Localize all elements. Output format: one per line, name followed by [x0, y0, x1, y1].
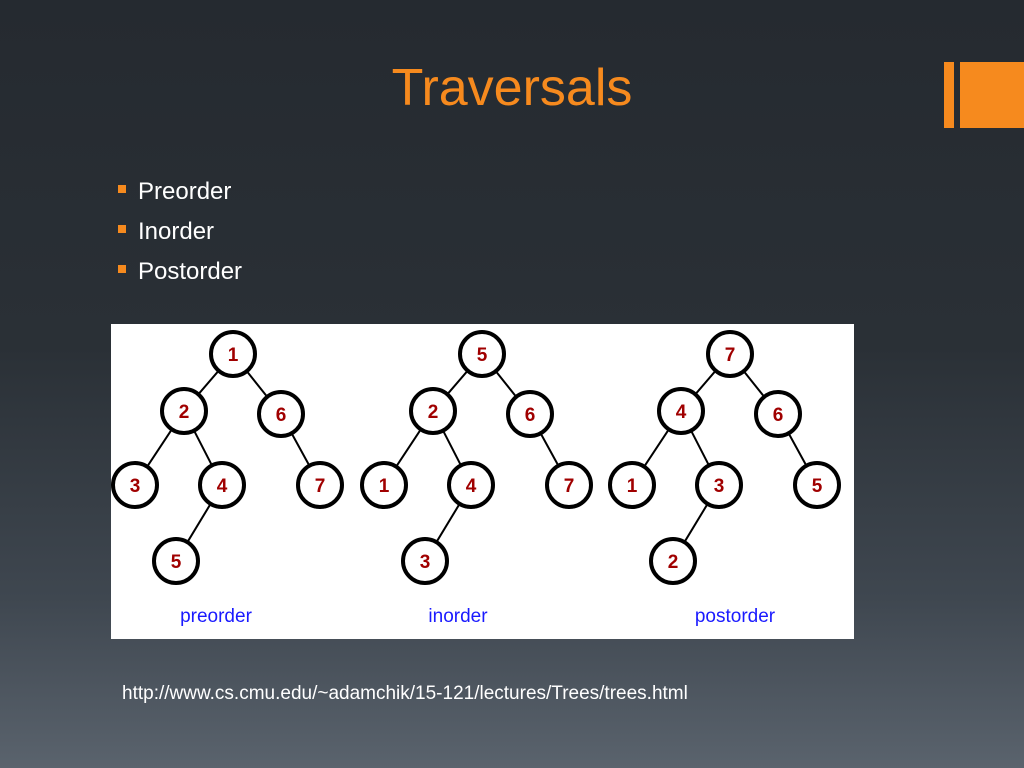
tree-node [695, 461, 743, 509]
tree-node [447, 461, 495, 509]
tree-node-label: 4 [217, 476, 228, 497]
bullet-label: Inorder [138, 218, 215, 245]
tree-node [401, 537, 449, 585]
tree-edge [290, 432, 311, 467]
tree-preorder: 1 2 6 3 4 7 5 preorder [111, 330, 344, 627]
decoration-bar-thin [944, 62, 954, 128]
tree-node-label: 5 [171, 552, 182, 573]
bullet-list: Preorder Inorder Postorder [118, 172, 242, 292]
bullet-square-icon [118, 185, 126, 193]
tree-node [209, 330, 257, 378]
tree-node [296, 461, 344, 509]
tree-edge [442, 430, 462, 466]
tree-node-label: 7 [315, 476, 326, 497]
tree-node [409, 387, 457, 435]
traversal-trees-figure: 1 2 6 3 4 7 5 preorder 5 2 6 1 4 7 3 inorder 7 4 6 1 3 5 2 post… [111, 324, 854, 639]
tree-node-label: 6 [276, 405, 287, 426]
tree-node-label: 3 [420, 552, 431, 573]
tree-node [198, 461, 246, 509]
tree-node [360, 461, 408, 509]
tree-node-label: 1 [228, 345, 239, 366]
tree-node-label: 6 [773, 405, 784, 426]
decoration-bar-wide [960, 62, 1024, 128]
tree-node [657, 387, 705, 435]
tree-node [649, 537, 697, 585]
bullet-square-icon [118, 265, 126, 273]
tree-edge [787, 432, 808, 467]
tree-node-label: 2 [179, 402, 190, 423]
tree-node [160, 387, 208, 435]
tree-node-label: 3 [130, 476, 141, 497]
tree-edge [683, 503, 709, 543]
tree-node [706, 330, 754, 378]
tree-node-label: 1 [627, 476, 638, 497]
tree-node [793, 461, 841, 509]
tree-node [608, 461, 656, 509]
tree-inorder: 5 2 6 1 4 7 3 inorder [360, 330, 593, 627]
corner-decoration [944, 62, 1024, 128]
tree-node-label: 2 [428, 402, 439, 423]
tree-node [506, 390, 554, 438]
tree-edge [643, 428, 670, 468]
tree-node [545, 461, 593, 509]
tree-node-label: 1 [379, 476, 390, 497]
bullet-item-postorder: Postorder [118, 252, 242, 292]
tree-edge [193, 430, 213, 466]
tree-edge [539, 432, 560, 467]
tree-edge [395, 428, 422, 468]
tree-node [257, 390, 305, 438]
bullet-square-icon [118, 225, 126, 233]
tree-edge [435, 503, 461, 543]
tree-node-label: 3 [714, 476, 725, 497]
tree-node-label: 6 [525, 405, 536, 426]
tree-edge [690, 430, 710, 466]
tree-edge [197, 370, 220, 395]
tree-edge [494, 370, 518, 398]
tree-edge [245, 370, 269, 398]
tree-node-label: 7 [725, 345, 736, 366]
tree-caption: preorder [180, 606, 252, 627]
bullet-item-preorder: Preorder [118, 172, 242, 212]
source-url[interactable]: http://www.cs.cmu.edu/~adamchik/15-121/l… [122, 683, 688, 704]
tree-node [458, 330, 506, 378]
tree-edge [446, 370, 469, 395]
tree-node [152, 537, 200, 585]
bullet-label: Preorder [138, 178, 232, 205]
tree-edge [146, 428, 173, 468]
tree-edge [694, 370, 717, 395]
tree-caption: postorder [695, 606, 776, 627]
tree-node-label: 5 [477, 345, 488, 366]
trees-diagram: 1 2 6 3 4 7 5 preorder 5 2 6 1 4 7 3 inorder 7 4 6 1 3 5 2 post… [111, 330, 841, 627]
tree-node [111, 461, 159, 509]
tree-node-label: 4 [466, 476, 477, 497]
tree-node-label: 2 [668, 552, 679, 573]
tree-node-label: 4 [676, 402, 687, 423]
tree-node-label: 7 [564, 476, 575, 497]
tree-node [754, 390, 802, 438]
tree-node-label: 5 [812, 476, 823, 497]
bullet-item-inorder: Inorder [118, 212, 242, 252]
tree-postorder: 7 4 6 1 3 5 2 postorder [608, 330, 841, 627]
bullet-label: Postorder [138, 258, 243, 285]
slide-title: Traversals [391, 59, 633, 117]
tree-caption: inorder [428, 606, 488, 627]
tree-edge [742, 370, 766, 398]
tree-edge [186, 503, 212, 543]
